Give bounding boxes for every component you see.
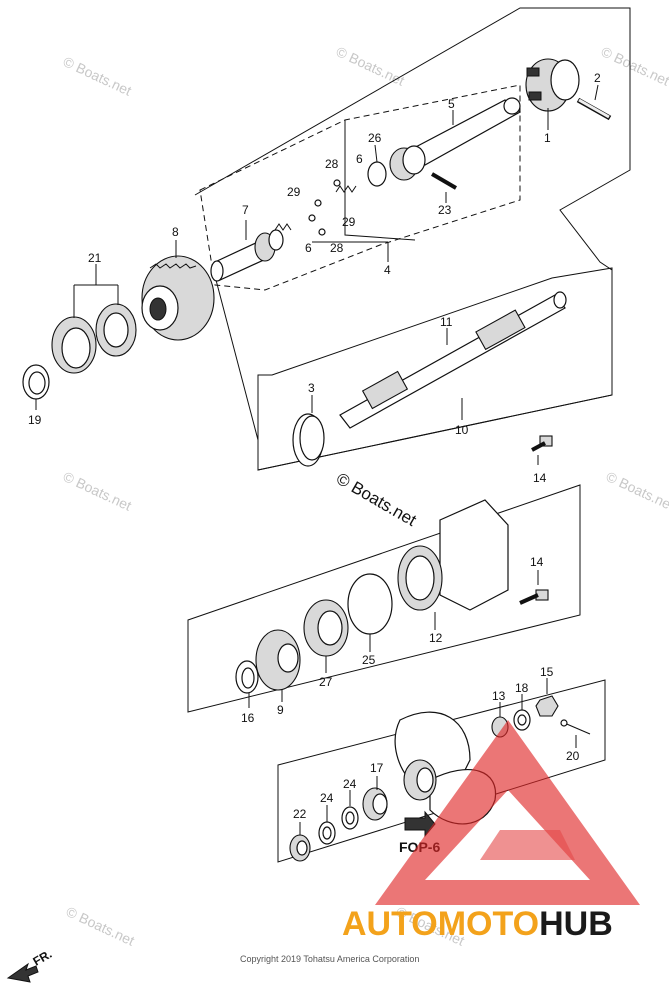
watermark: © Boats.net <box>61 468 134 514</box>
fr-label: FR. <box>31 947 55 969</box>
washer-part-19 <box>22 364 50 410</box>
bolt-part-14a <box>531 435 553 465</box>
brand-triangle-logo <box>375 720 640 905</box>
callout-5: 5 <box>448 97 455 111</box>
watermark: © Boats.net <box>604 468 669 514</box>
callout-3: 3 <box>308 381 315 395</box>
callout-27: 27 <box>319 675 333 689</box>
pin-part-23 <box>430 172 458 203</box>
dog-clutch-part-1 <box>525 58 580 130</box>
shaft-part-7 <box>210 220 284 282</box>
watermark: © Boats.net <box>64 903 137 949</box>
callout-1: 1 <box>544 131 551 145</box>
clutch-sleeve <box>389 145 426 181</box>
nut-part-15 <box>535 678 559 717</box>
copyright-text: Copyright 2019 Tohatsu America Corporati… <box>240 954 419 964</box>
callout-29b: 29 <box>342 215 356 229</box>
washer-part-16 <box>235 660 259 708</box>
callout-14b: 14 <box>530 555 544 569</box>
callout-17: 17 <box>370 761 384 775</box>
washer-part-18 <box>513 694 531 731</box>
bevel-gear-part-8 <box>141 240 215 341</box>
washer-part-24a <box>341 790 359 830</box>
pin-part-2 <box>576 84 612 121</box>
outline-pinion-box <box>199 84 521 291</box>
callout-9: 9 <box>277 703 284 717</box>
o-ring-part-25 <box>347 573 393 652</box>
callout-6b: 6 <box>305 241 312 255</box>
callout-16: 16 <box>241 711 255 725</box>
callout-6a: 6 <box>356 152 363 166</box>
callout-15: 15 <box>540 665 554 679</box>
brand-logo-text: AUTOMOTOHUB <box>342 905 613 943</box>
callout-29a: 29 <box>287 185 301 199</box>
callout-28b: 28 <box>330 241 344 255</box>
shift-rod-part-5 <box>408 97 522 166</box>
callout-14a: 14 <box>533 471 547 485</box>
callout-26: 26 <box>368 131 382 145</box>
outline-clutch-box <box>344 120 416 241</box>
washer-part-24b <box>318 805 336 845</box>
callout-18: 18 <box>515 681 529 695</box>
callout-2: 2 <box>594 71 601 85</box>
watermark: © Boats.net <box>334 43 407 89</box>
ring-part-26 <box>367 144 387 187</box>
callout-25: 25 <box>362 653 376 667</box>
outline-shaft-box <box>257 267 613 471</box>
callout-10: 10 <box>455 423 469 437</box>
bearing-holder-part-12 <box>397 499 509 630</box>
gear-part-9 <box>255 629 301 702</box>
spring-part-6 <box>274 185 357 231</box>
watermark: © Boats.net <box>61 53 134 99</box>
callout-8: 8 <box>172 225 179 239</box>
cotter-pin-part-20 <box>560 719 591 748</box>
callout-23: 23 <box>438 203 452 217</box>
ring-part-3 <box>292 395 325 467</box>
callout-24a: 24 <box>343 777 357 791</box>
spacer-part-17 <box>362 776 388 821</box>
bolt-part-14b <box>519 570 549 605</box>
bearing-part-21 <box>51 264 137 374</box>
callout-22: 22 <box>293 807 307 821</box>
callout-21: 21 <box>88 251 102 265</box>
brand-hub: HUB <box>539 905 613 943</box>
balls-part-28-29 <box>308 179 341 236</box>
callout-19: 19 <box>28 413 42 427</box>
callout-28a: 28 <box>325 157 339 171</box>
brand-auto: AUTO <box>342 905 438 943</box>
callout-4: 4 <box>384 263 391 277</box>
center-watermark: © Boats.net <box>333 469 420 530</box>
prop-shaft-part-10-11 <box>339 291 567 429</box>
callout-11: 11 <box>440 315 453 329</box>
callout-7: 7 <box>242 203 249 217</box>
callout-20: 20 <box>566 749 580 763</box>
callout-13: 13 <box>492 689 506 703</box>
fr-direction-arrow: FR. <box>6 947 55 983</box>
callout-24b: 24 <box>320 791 334 805</box>
callout-12: 12 <box>429 631 443 645</box>
outline-prop-box <box>277 679 606 863</box>
callout-labels: 1 2 5 26 6 28 29 29 23 7 6 28 4 8 21 19 … <box>28 71 601 821</box>
bushing-part-22 <box>289 822 311 862</box>
watermark: © Boats.net <box>599 43 669 89</box>
brand-moto: MOTO <box>438 905 539 943</box>
bearing-part-27 <box>303 599 349 673</box>
